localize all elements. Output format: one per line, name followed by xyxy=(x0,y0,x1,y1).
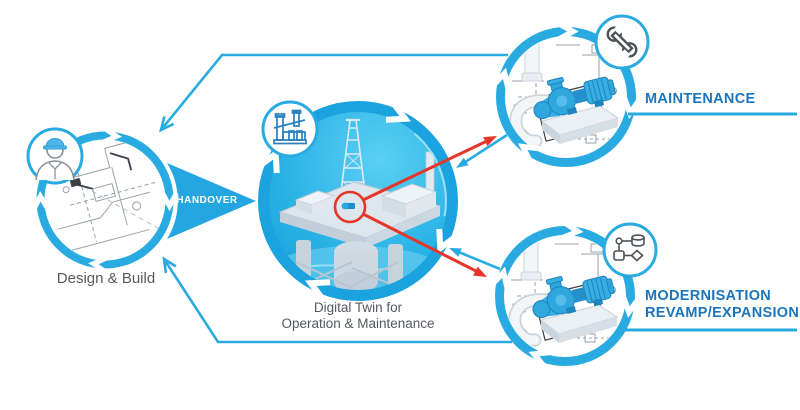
connector-arrows xyxy=(159,53,797,344)
engineer-badge xyxy=(26,127,84,185)
feedback-arrow-bottom xyxy=(162,258,512,344)
flowchart-icon xyxy=(613,234,645,262)
factory-icon xyxy=(273,109,307,145)
highlight-circle xyxy=(333,190,367,224)
red-arrow-to-modernisation xyxy=(362,212,477,273)
handover-wedge xyxy=(167,163,256,239)
flowchart-badge xyxy=(602,222,658,278)
digital-twin-label: Digital Twin for Operation & Maintenance xyxy=(256,300,460,332)
factory-badge xyxy=(261,100,319,158)
wrench-badge xyxy=(594,14,650,70)
engineer-icon xyxy=(35,137,75,181)
feedback-arrow-top xyxy=(159,53,508,131)
digital-twin-label-line1: Digital Twin for xyxy=(313,300,403,315)
maintenance-label: MAINTENANCE xyxy=(645,91,756,107)
digital-twin-label-line2: Operation & Maintenance xyxy=(281,316,435,331)
modernisation-label: MODERNISATION REVAMP/EXPANSION xyxy=(645,288,799,321)
design-build-label: Design & Build xyxy=(56,270,156,287)
ring-chevrons xyxy=(31,126,179,274)
modernisation-label-line1: MODERNISATION xyxy=(645,288,772,304)
handover-label: HANDOVER xyxy=(176,195,238,206)
blue-arrow-from-modernisation xyxy=(459,251,501,271)
design-build-circle xyxy=(26,126,179,274)
modernisation-label-line2: REVAMP/EXPANSION xyxy=(645,304,800,321)
wrench-icon xyxy=(606,24,638,60)
modernisation-circle xyxy=(489,219,658,369)
red-arrow-to-maintenance xyxy=(362,140,487,202)
maintenance-circle xyxy=(490,14,650,167)
ring-chevrons xyxy=(258,101,458,301)
ring-chevrons xyxy=(489,219,642,369)
blue-arrow-from-maintenance xyxy=(465,133,508,163)
digital-twin-circle xyxy=(258,100,458,301)
